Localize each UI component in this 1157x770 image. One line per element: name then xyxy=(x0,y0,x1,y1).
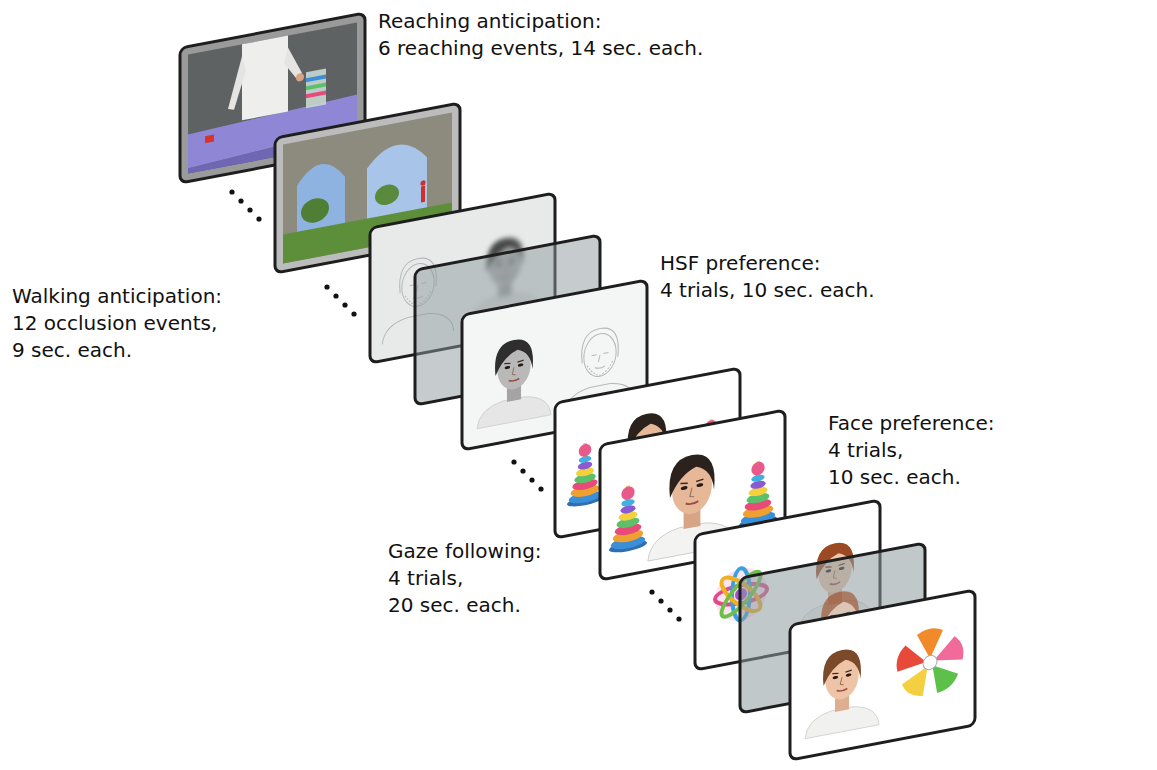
stimulus-frame-part-part xyxy=(609,482,647,555)
stimulus-frame-part-part xyxy=(301,196,329,225)
stimulus-frame-part xyxy=(790,590,975,760)
ellipsis-dot xyxy=(229,189,234,194)
label-line: 9 sec. each. xyxy=(12,337,222,364)
label-text: Gaze following: 4 trials, 20 sec. each. xyxy=(388,538,542,619)
stimulus-frame-part-part xyxy=(477,333,551,429)
stimulus-frame-part-part xyxy=(306,68,326,108)
stimulus-frame-part-part xyxy=(894,622,967,705)
label-line: 20 sec. each. xyxy=(388,592,542,619)
label-text: HSF preference: 4 trials, 10 sec. each. xyxy=(660,250,874,304)
stimulus-frame-part-part xyxy=(242,36,288,121)
ellipsis-dot xyxy=(247,207,252,212)
ellipsis-dot xyxy=(676,616,681,621)
label-text: Face preference: 4 trials, 10 sec. each. xyxy=(828,410,995,491)
stimulus-frame-part-part xyxy=(421,186,425,203)
ellipsis-dot xyxy=(511,459,516,464)
stimulus-frame-part-part xyxy=(805,643,879,739)
ellipsis-dot xyxy=(238,198,243,203)
label-line: 12 occlusion events, xyxy=(12,310,222,337)
ellipsis-dot xyxy=(333,293,338,298)
stimulus-frame-part-part xyxy=(420,180,425,186)
stimulus-frame-part-part xyxy=(205,135,214,144)
label-line: HSF preference: xyxy=(660,250,874,277)
label-line: 4 trials, xyxy=(388,565,542,592)
stimulus-frame-part-part xyxy=(306,74,326,82)
label-line: 6 reaching events, 14 sec. each. xyxy=(378,35,703,62)
ellipsis-dot xyxy=(529,477,534,482)
ellipsis-dot xyxy=(256,216,261,221)
ellipsis-dot xyxy=(667,607,672,612)
ellipsis-dot xyxy=(538,486,543,491)
stimulus-frame-part-part xyxy=(306,82,326,90)
label-line: Walking anticipation: xyxy=(12,283,222,310)
ellipsis-dot xyxy=(351,311,356,316)
label-line: 4 trials, 10 sec. each. xyxy=(660,277,874,304)
stimulus-frame-part xyxy=(790,590,975,760)
label-line: Face preference: xyxy=(828,410,995,437)
label-line: Reaching anticipation: xyxy=(378,8,703,35)
label-line: 4 trials, xyxy=(828,437,995,464)
label-line: Gaze following: xyxy=(388,538,542,565)
stimulus-frame-part-part xyxy=(790,590,975,760)
stimulus-frame-part-part xyxy=(296,73,304,83)
label-line: 10 sec. each. xyxy=(828,464,995,491)
ellipsis-dot xyxy=(342,302,347,307)
ellipsis-dot xyxy=(520,468,525,473)
ellipsis-dot xyxy=(658,598,663,603)
stimulus-frame xyxy=(790,590,975,760)
label-text: Reaching anticipation: 6 reaching events… xyxy=(378,8,703,62)
stimulus-frame-part-part xyxy=(567,440,603,509)
label-text: Walking anticipation: 12 occlusion event… xyxy=(12,283,222,364)
ellipsis-dot xyxy=(649,589,654,594)
ellipsis-dot xyxy=(324,284,329,289)
stimulus-frame-part-part xyxy=(306,90,326,98)
stimulus-frame-part-part xyxy=(375,183,399,208)
stimulus-frame-part-part xyxy=(228,56,246,111)
